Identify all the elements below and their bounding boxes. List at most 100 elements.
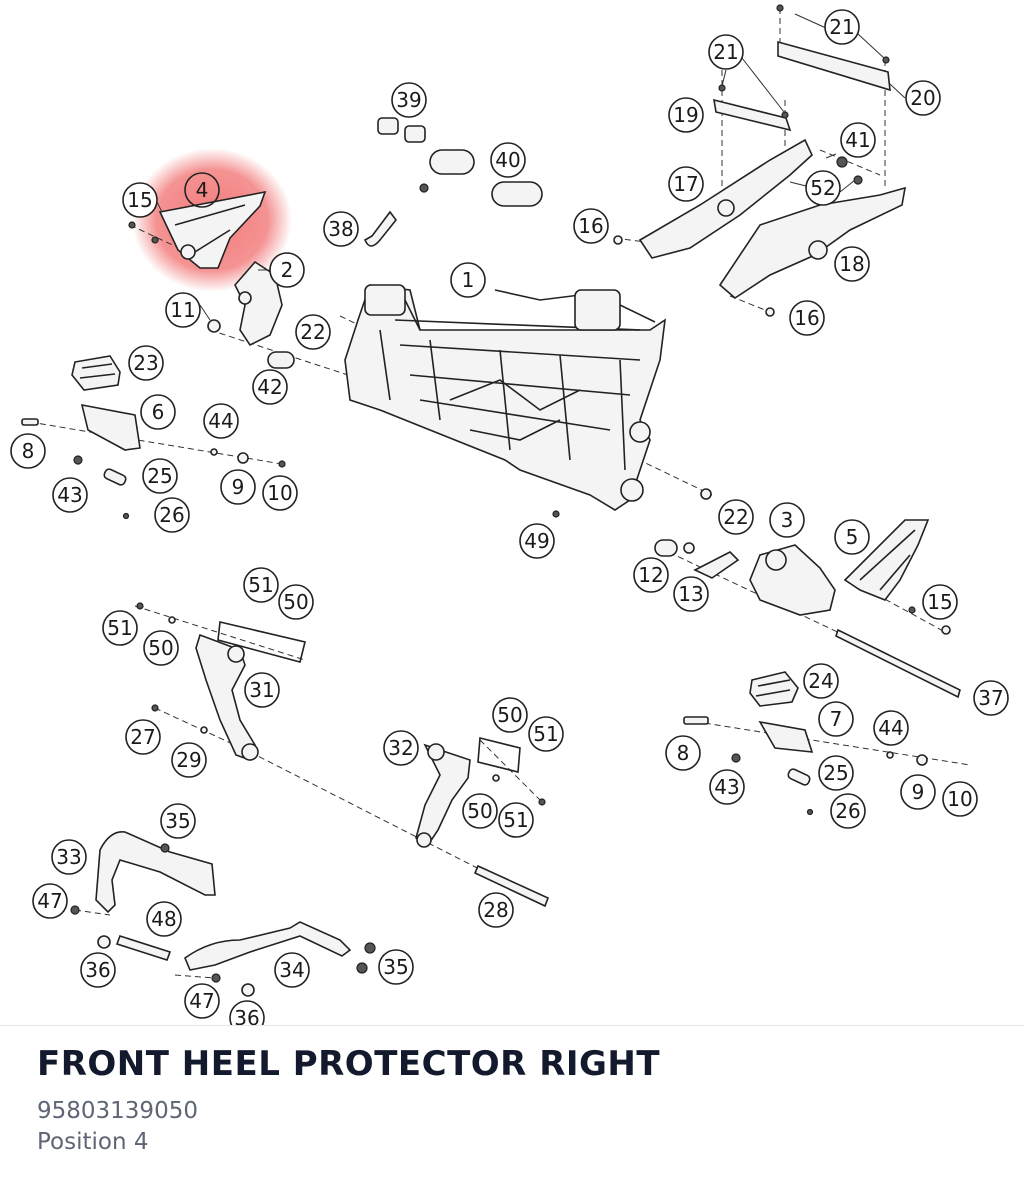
- callout-39[interactable]: 39: [391, 82, 427, 118]
- callout-31[interactable]: 31: [244, 672, 280, 708]
- svg-text:35: 35: [165, 809, 190, 833]
- callout-51[interactable]: 51: [243, 567, 279, 603]
- callout-22[interactable]: 22: [718, 499, 754, 535]
- svg-text:34: 34: [279, 958, 304, 982]
- callout-10[interactable]: 10: [942, 781, 978, 817]
- callout-51[interactable]: 51: [528, 716, 564, 752]
- callout-49[interactable]: 49: [519, 523, 555, 559]
- callout-21[interactable]: 21: [708, 34, 744, 70]
- svg-text:10: 10: [947, 787, 972, 811]
- callout-6[interactable]: 6: [140, 394, 176, 430]
- callouts: 21 21 20 19 41 17 52 16 18 16 39 40 38 4…: [10, 9, 1009, 1025]
- callout-7[interactable]: 7: [818, 701, 854, 737]
- svg-text:51: 51: [533, 722, 558, 746]
- callout-25[interactable]: 25: [142, 458, 178, 494]
- svg-text:21: 21: [713, 40, 738, 64]
- callout-38[interactable]: 38: [323, 211, 359, 247]
- callout-40[interactable]: 40: [490, 142, 526, 178]
- callout-33[interactable]: 33: [51, 839, 87, 875]
- callout-37[interactable]: 37: [973, 680, 1009, 716]
- callout-41[interactable]: 41: [840, 122, 876, 158]
- callout-13[interactable]: 13: [673, 576, 709, 612]
- main-frame: [344, 284, 667, 511]
- footrest-left-group: [21, 355, 286, 520]
- callout-35[interactable]: 35: [160, 803, 196, 839]
- callout-9[interactable]: 9: [220, 469, 256, 505]
- svg-text:22: 22: [723, 505, 748, 529]
- callout-4-selected[interactable]: 4: [184, 172, 220, 208]
- callout-43[interactable]: 43: [52, 477, 88, 513]
- part-number: 95803139050: [37, 1098, 198, 1124]
- callout-8[interactable]: 8: [665, 735, 701, 771]
- callout-3[interactable]: 3: [769, 502, 805, 538]
- callout-5[interactable]: 5: [834, 519, 870, 555]
- callout-47[interactable]: 47: [32, 883, 68, 919]
- heel-protector-left-group: [128, 190, 295, 369]
- svg-text:16: 16: [794, 306, 819, 330]
- svg-text:50: 50: [497, 703, 522, 727]
- callout-32[interactable]: 32: [383, 730, 419, 766]
- svg-text:9: 9: [912, 780, 925, 804]
- damper-parts: [363, 117, 543, 247]
- callout-47[interactable]: 47: [184, 983, 220, 1019]
- svg-text:40: 40: [495, 148, 520, 172]
- callout-8[interactable]: 8: [10, 433, 46, 469]
- callout-24[interactable]: 24: [803, 663, 839, 699]
- callout-43[interactable]: 43: [709, 769, 745, 805]
- callout-50[interactable]: 50: [462, 793, 498, 829]
- callout-50[interactable]: 50: [143, 630, 179, 666]
- svg-text:44: 44: [208, 409, 233, 433]
- callout-17[interactable]: 17: [668, 166, 704, 202]
- svg-text:16: 16: [578, 214, 603, 238]
- callout-42[interactable]: 42: [252, 369, 288, 405]
- callout-51[interactable]: 51: [102, 610, 138, 646]
- diagram-canvas: 21 21 20 19 41 17 52 16 18 16 39 40 38 4…: [10, 4, 1009, 1025]
- callout-28[interactable]: 28: [478, 892, 514, 928]
- svg-text:20: 20: [910, 86, 935, 110]
- callout-20[interactable]: 20: [905, 80, 941, 116]
- callout-19[interactable]: 19: [668, 97, 704, 133]
- callout-12[interactable]: 12: [633, 557, 669, 593]
- svg-text:9: 9: [232, 475, 245, 499]
- callout-34[interactable]: 34: [274, 952, 310, 988]
- svg-text:38: 38: [328, 217, 353, 241]
- callout-22[interactable]: 22: [295, 314, 331, 350]
- callout-44[interactable]: 44: [873, 710, 909, 746]
- callout-2[interactable]: 2: [269, 252, 305, 288]
- callout-35[interactable]: 35: [378, 949, 414, 985]
- svg-text:11: 11: [170, 298, 195, 322]
- callout-11[interactable]: 11: [165, 292, 201, 328]
- part-info-panel: FRONT HEEL PROTECTOR RIGHT 95803139050 P…: [0, 1025, 1024, 1177]
- callout-44[interactable]: 44: [203, 403, 239, 439]
- callout-36[interactable]: 36: [80, 952, 116, 988]
- svg-text:48: 48: [151, 907, 176, 931]
- callout-15[interactable]: 15: [122, 182, 158, 218]
- callout-29[interactable]: 29: [171, 742, 207, 778]
- callout-36[interactable]: 36: [229, 1000, 265, 1025]
- callout-50[interactable]: 50: [278, 584, 314, 620]
- callout-27[interactable]: 27: [125, 719, 161, 755]
- svg-text:7: 7: [830, 707, 843, 731]
- callout-26[interactable]: 26: [830, 793, 866, 829]
- svg-text:51: 51: [248, 573, 273, 597]
- callout-50[interactable]: 50: [492, 697, 528, 733]
- svg-text:2: 2: [281, 258, 294, 282]
- callout-16[interactable]: 16: [573, 208, 609, 244]
- callout-15[interactable]: 15: [922, 584, 958, 620]
- callout-21[interactable]: 21: [824, 9, 860, 45]
- callout-25[interactable]: 25: [818, 755, 854, 791]
- callout-18[interactable]: 18: [834, 246, 870, 282]
- callout-51[interactable]: 51: [498, 802, 534, 838]
- callout-1[interactable]: 1: [450, 262, 486, 298]
- callout-26[interactable]: 26: [154, 497, 190, 533]
- callout-23[interactable]: 23: [128, 345, 164, 381]
- part-position: Position 4: [37, 1129, 149, 1155]
- callout-10[interactable]: 10: [262, 475, 298, 511]
- heel-protector-right-group: [552, 488, 951, 635]
- callout-48[interactable]: 48: [146, 901, 182, 937]
- callout-9[interactable]: 9: [900, 774, 936, 810]
- svg-text:39: 39: [396, 88, 421, 112]
- callout-16[interactable]: 16: [789, 300, 825, 336]
- svg-text:12: 12: [638, 563, 663, 587]
- callout-52[interactable]: 52: [805, 170, 841, 206]
